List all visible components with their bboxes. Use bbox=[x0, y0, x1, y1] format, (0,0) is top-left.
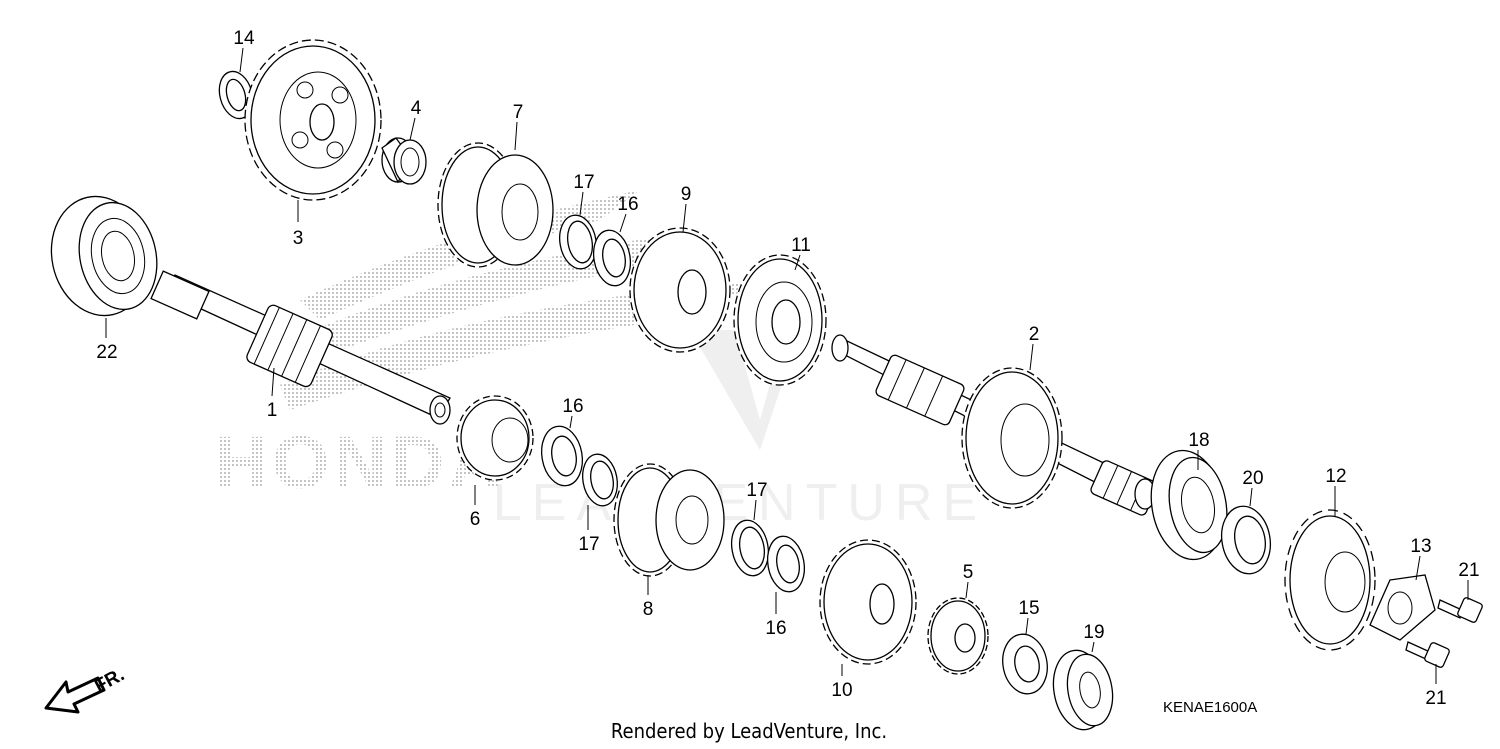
part-4-bushing[interactable] bbox=[381, 137, 427, 185]
front-direction-indicator: FR. bbox=[44, 664, 128, 714]
part-16-washer-middle[interactable] bbox=[537, 423, 587, 489]
callout-16-lower[interactable]: 16 bbox=[765, 618, 786, 639]
part-17-circlip-lower[interactable] bbox=[727, 517, 772, 578]
part-13-fixing-plate[interactable] bbox=[1369, 574, 1436, 641]
callout-19[interactable]: 19 bbox=[1083, 622, 1104, 643]
callout-7[interactable]: 7 bbox=[513, 102, 524, 123]
part-12-sprocket[interactable] bbox=[1284, 509, 1376, 651]
callout-9[interactable]: 9 bbox=[681, 184, 692, 205]
callout-13[interactable]: 13 bbox=[1410, 536, 1431, 557]
callout-3[interactable]: 3 bbox=[293, 228, 304, 249]
part-callouts: 14 3 4 7 17 16 9 11 2 22 1 16 18 20 12 6… bbox=[96, 28, 1479, 709]
callout-18[interactable]: 18 bbox=[1188, 430, 1209, 451]
part-10-gear[interactable] bbox=[819, 539, 917, 665]
callout-4[interactable]: 4 bbox=[411, 98, 422, 119]
diagram-code: KENAE1600A bbox=[1163, 699, 1257, 716]
callout-10[interactable]: 10 bbox=[831, 680, 852, 701]
honda-watermark-text: HONDA bbox=[214, 421, 505, 504]
part-16-washer-lower[interactable] bbox=[763, 533, 808, 594]
callout-5[interactable]: 5 bbox=[963, 562, 974, 583]
part-14-washer[interactable] bbox=[214, 68, 257, 123]
part-7-gear[interactable] bbox=[437, 142, 554, 268]
render-credit: Rendered by LeadVenture, Inc. bbox=[611, 719, 887, 743]
callout-11[interactable]: 11 bbox=[791, 235, 811, 256]
front-arrow-icon bbox=[44, 676, 106, 714]
leader-lines bbox=[105, 47, 1469, 684]
part-2-countershaft[interactable] bbox=[831, 334, 1159, 517]
part-5-gear[interactable] bbox=[927, 597, 989, 675]
part-9-gear[interactable] bbox=[629, 227, 731, 353]
callout-1[interactable]: 1 bbox=[267, 400, 278, 421]
part-19-bearing[interactable] bbox=[1047, 646, 1117, 734]
callout-17-middle[interactable]: 17 bbox=[578, 534, 599, 555]
callout-15[interactable]: 15 bbox=[1018, 598, 1039, 619]
callout-17-lower[interactable]: 17 bbox=[746, 480, 767, 501]
callout-6[interactable]: 6 bbox=[470, 509, 481, 530]
callout-17-top[interactable]: 17 bbox=[573, 172, 594, 193]
part-20-oil-seal[interactable] bbox=[1216, 502, 1275, 577]
callout-2[interactable]: 2 bbox=[1029, 324, 1040, 345]
part-15-washer[interactable] bbox=[998, 631, 1052, 698]
part-16-washer-top[interactable] bbox=[589, 227, 634, 288]
part-21-bolt-upper[interactable] bbox=[1437, 597, 1483, 623]
part-8-gear[interactable] bbox=[613, 463, 725, 577]
callout-12[interactable]: 12 bbox=[1325, 466, 1346, 487]
part-11-gear[interactable] bbox=[733, 254, 827, 386]
part-17-circlip-middle[interactable] bbox=[579, 451, 622, 508]
callout-21-upper[interactable]: 21 bbox=[1458, 560, 1479, 581]
part-21-bolt-lower[interactable] bbox=[1405, 641, 1450, 668]
callout-16-middle[interactable]: 16 bbox=[562, 396, 583, 417]
callout-20[interactable]: 20 bbox=[1242, 468, 1263, 489]
part-6-gear[interactable] bbox=[456, 395, 534, 481]
part-22-bearing[interactable] bbox=[41, 187, 167, 324]
leadventure-watermark-text: LEADVENTURE bbox=[493, 474, 987, 532]
part-3-gear[interactable] bbox=[244, 39, 382, 201]
callout-22[interactable]: 22 bbox=[96, 342, 117, 363]
callout-14[interactable]: 14 bbox=[233, 28, 255, 49]
part-18-bearing[interactable] bbox=[1143, 445, 1234, 566]
callout-16-top[interactable]: 16 bbox=[617, 194, 638, 215]
leadventure-watermark: LEADVENTURE bbox=[493, 330, 987, 532]
part-17-circlip-top[interactable] bbox=[556, 212, 601, 271]
part-1-mainshaft[interactable] bbox=[150, 270, 451, 425]
callout-21-lower[interactable]: 21 bbox=[1425, 688, 1446, 709]
callout-8[interactable]: 8 bbox=[643, 599, 654, 620]
